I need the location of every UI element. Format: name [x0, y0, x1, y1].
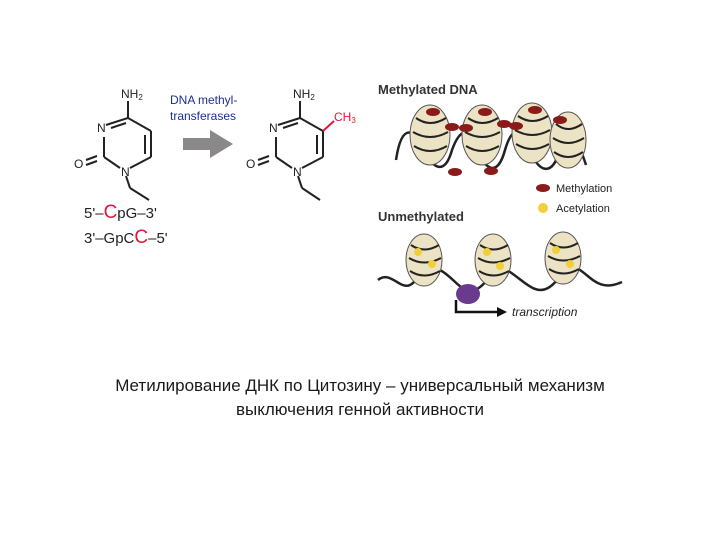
nucleosome [459, 104, 511, 166]
cytosine-structure [85, 101, 152, 201]
nucleosome [405, 233, 443, 287]
methylcytosine-n3-label: N [269, 121, 278, 135]
cytosine-n1-label: N [121, 165, 130, 179]
methylated-dna-title: Methylated DNA [378, 82, 478, 97]
unmethylated-title: Unmethylated [378, 209, 464, 224]
cpg-bottom-strand: 3'–GpCC–5' [84, 227, 168, 248]
caption-line-1: Метилирование ДНК по Цитозину – универса… [115, 376, 605, 395]
methylcytosine-n1-label: N [293, 165, 302, 179]
legend-methylation-swatch [536, 184, 550, 192]
unmethylated-nucleosomes [405, 231, 582, 287]
transcription-arrowhead [497, 307, 507, 317]
nucleosome [549, 111, 587, 169]
methylcytosine-structure [257, 101, 324, 201]
methylcytosine-oxygen-label: O [246, 157, 255, 171]
legend: Methylation Acetylation [536, 183, 612, 215]
methylcytosine-amine-label: NH2 [293, 87, 315, 102]
cytosine-amine-label: NH2 [121, 87, 143, 102]
legend-acetylation-label: Acetylation [556, 203, 610, 215]
nucleosome [474, 233, 512, 287]
reaction-arrow-icon [183, 130, 233, 158]
enzyme-label-line1: DNA methyl- [170, 93, 237, 107]
rna-polymerase [456, 284, 480, 304]
methyl-group-label: CH3 [334, 110, 356, 125]
enzyme-label-line2: transferases [170, 109, 236, 123]
legend-acetylation-swatch [538, 203, 548, 213]
methyl-bond [322, 120, 335, 132]
caption-line-2: выключения генной активности [235, 400, 485, 419]
transcription-label: transcription [512, 305, 578, 319]
cytosine-oxygen-label: O [74, 157, 83, 171]
transcription-arrow-icon [454, 300, 498, 314]
legend-methylation-label: Methylation [556, 183, 612, 195]
cytosine-n3-label: N [97, 121, 106, 135]
methylated-nucleosomes [409, 102, 587, 176]
methylation-mark [448, 168, 462, 176]
nucleosome [544, 231, 582, 285]
nucleosome [509, 102, 553, 164]
methylation-mark [484, 167, 498, 175]
nucleosome [409, 104, 459, 166]
cpg-top-strand: 5'–CpG–3' [84, 202, 157, 223]
